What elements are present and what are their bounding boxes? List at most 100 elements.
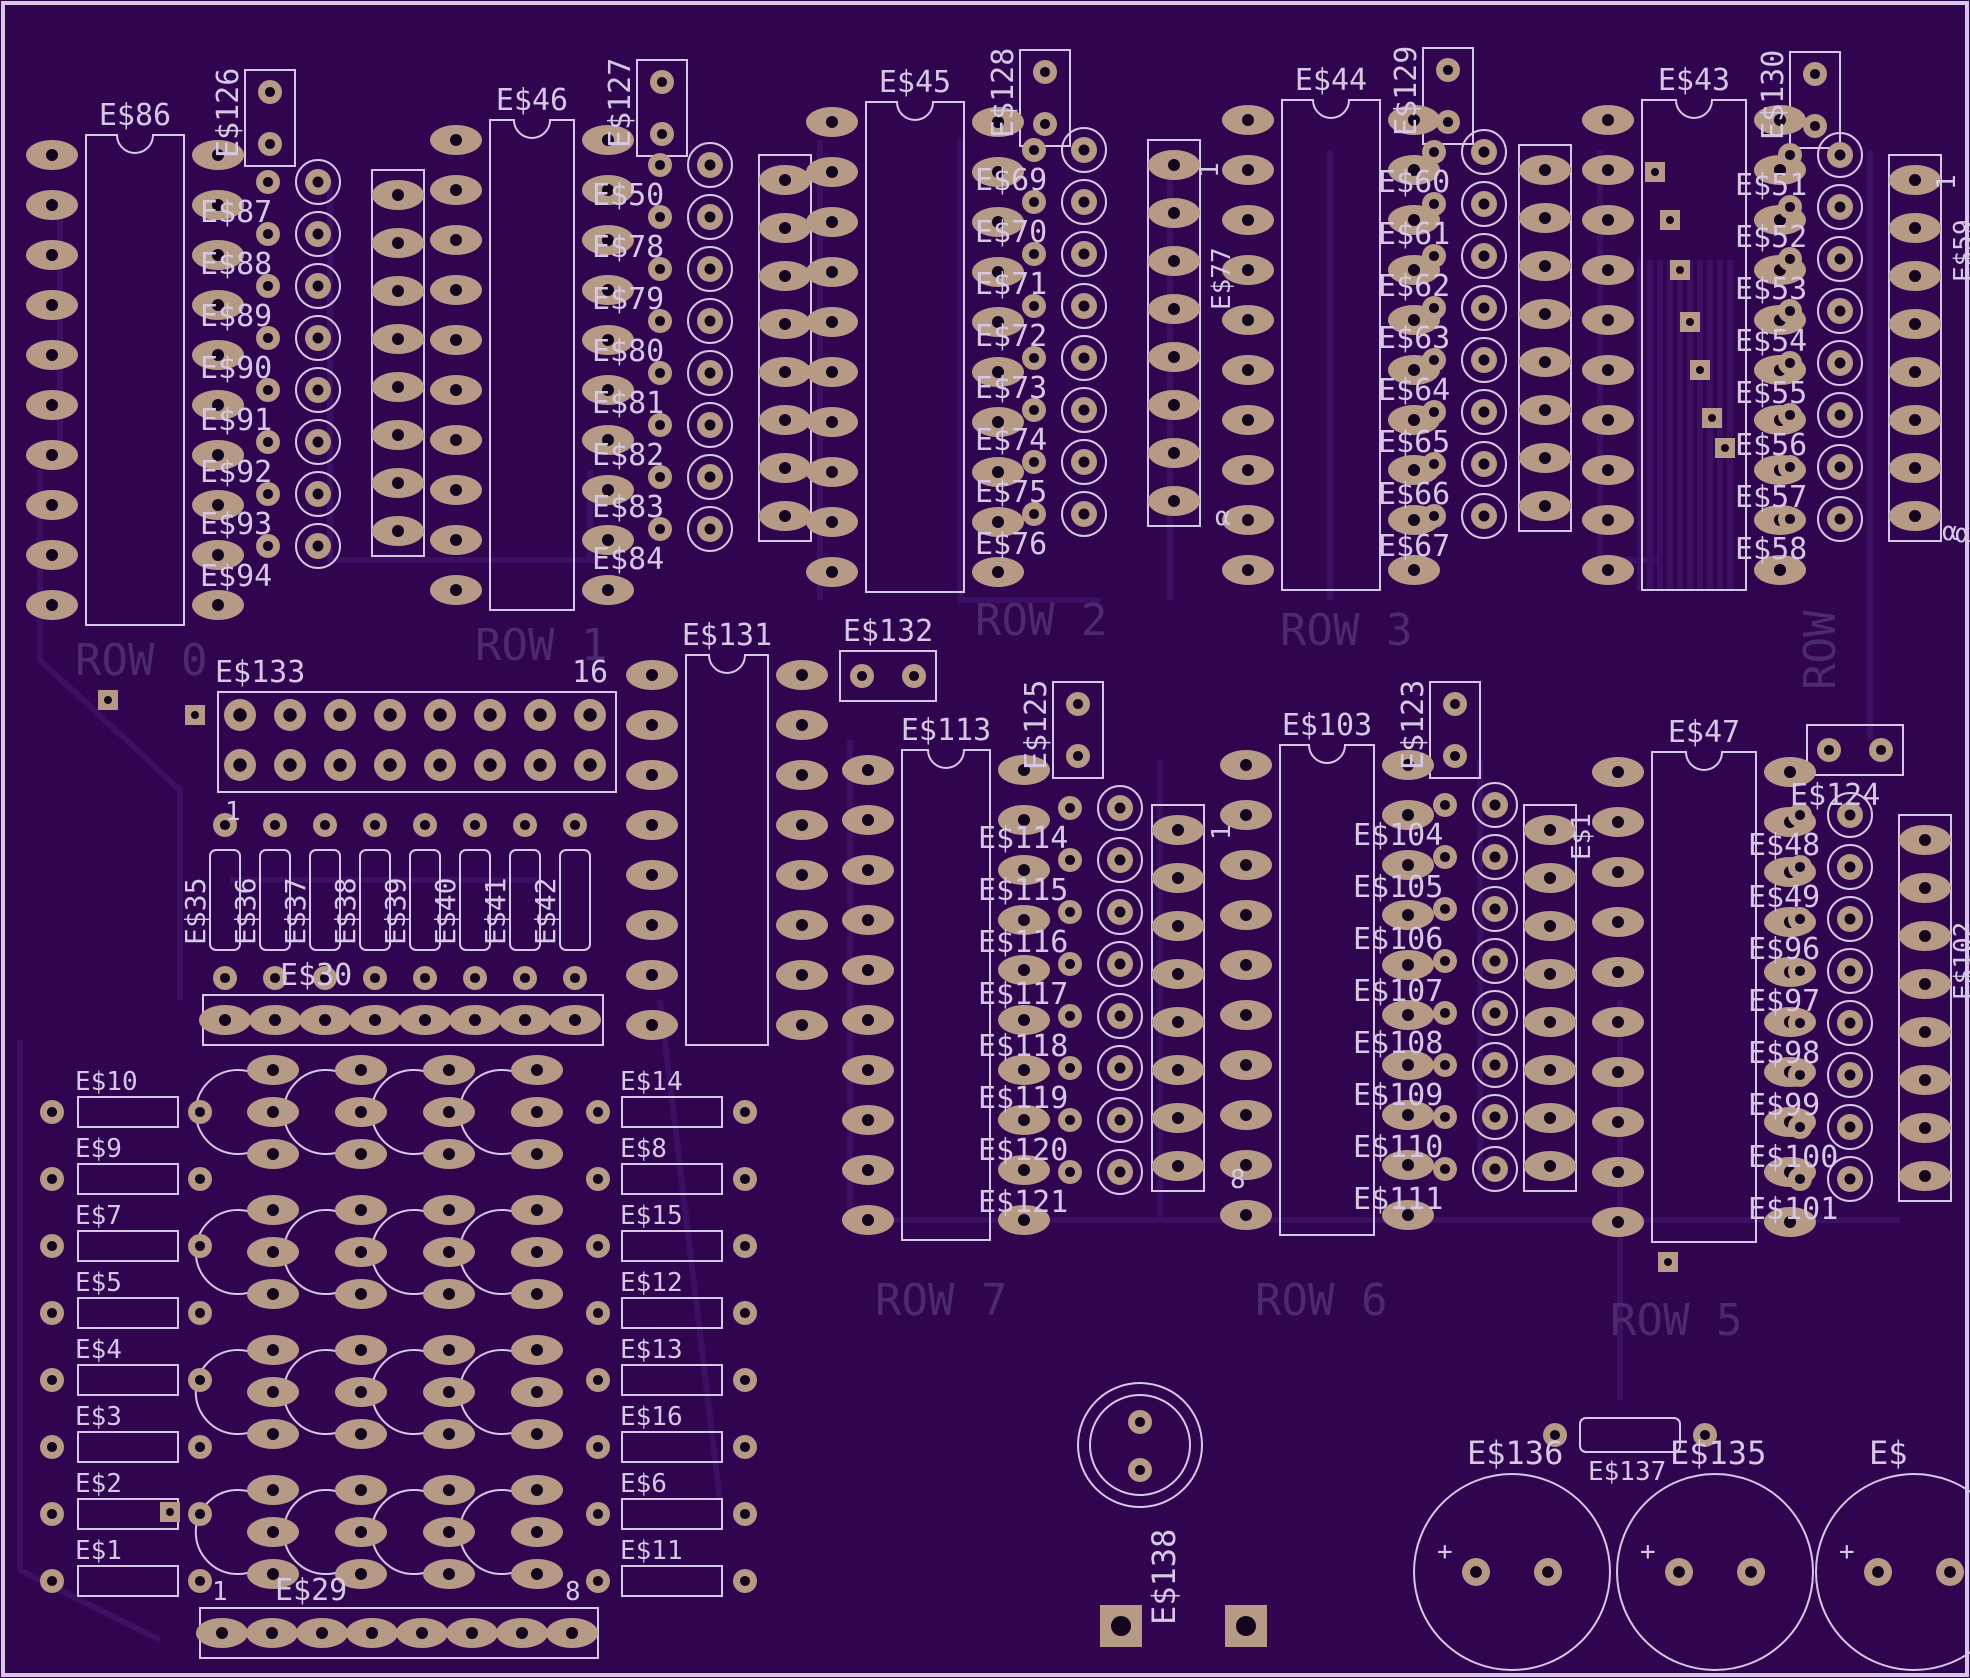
drill-hole xyxy=(1072,698,1084,710)
led-outline xyxy=(1827,1104,1873,1150)
drill-hole xyxy=(796,1019,808,1031)
drill-hole xyxy=(1774,164,1786,176)
drill-hole xyxy=(194,1173,206,1185)
fragment-label: 1 xyxy=(1207,824,1237,840)
drill-hole xyxy=(392,381,404,393)
drill-hole xyxy=(654,471,666,483)
cap-outline xyxy=(1422,47,1474,145)
drill-hole xyxy=(355,1428,367,1440)
drill-hole xyxy=(1240,1159,1252,1171)
drill-hole xyxy=(1602,114,1614,126)
led-label: E$78 xyxy=(592,230,664,265)
drill-hole xyxy=(1402,759,1414,771)
drill-hole xyxy=(355,1484,367,1496)
drill-hole xyxy=(191,711,199,719)
drill-hole xyxy=(739,1240,751,1252)
drill-hole xyxy=(262,384,274,396)
drill-hole xyxy=(212,599,224,611)
drill-hole xyxy=(1114,1062,1126,1074)
drill-hole xyxy=(1478,302,1490,314)
drill-hole xyxy=(1875,744,1887,756)
drill-hole xyxy=(269,1014,281,1026)
copper-trace xyxy=(657,999,723,1501)
resistor-body xyxy=(621,1230,723,1262)
drill-hole xyxy=(366,1627,378,1639)
resistor-label: E$38 xyxy=(329,878,362,945)
drill-hole xyxy=(355,1204,367,1216)
drill-hole xyxy=(267,1288,279,1300)
drill-hole xyxy=(992,516,1004,528)
led-outline xyxy=(1061,387,1107,433)
drill-hole xyxy=(1602,164,1614,176)
drill-hole xyxy=(1544,968,1556,980)
resistor-body xyxy=(509,849,541,951)
drill-hole xyxy=(1664,1258,1672,1266)
drill-hole xyxy=(1539,356,1551,368)
drill-hole xyxy=(450,234,462,246)
drill-hole xyxy=(1240,909,1252,921)
drill-hole xyxy=(704,523,716,535)
led-outline xyxy=(1472,1042,1518,1088)
sip-outline xyxy=(758,154,812,542)
drill-hole xyxy=(443,1386,455,1398)
drill-hole xyxy=(1240,959,1252,971)
drill-hole xyxy=(1028,456,1040,468)
drill-hole xyxy=(1834,149,1846,161)
drill-hole xyxy=(826,366,838,378)
drill-hole xyxy=(469,1014,481,1026)
chip-label: E$47 xyxy=(1668,715,1740,750)
drill-hole xyxy=(1114,1114,1126,1126)
drill-hole xyxy=(569,972,581,984)
drill-hole xyxy=(1544,1064,1556,1076)
drill-hole xyxy=(1439,851,1451,863)
resistor-body xyxy=(621,1364,723,1396)
drill-hole xyxy=(443,1064,455,1076)
drill-hole xyxy=(1919,834,1931,846)
resistor-label: E$41 xyxy=(479,878,512,945)
drill-hole xyxy=(1064,1010,1076,1022)
drill-hole xyxy=(443,1288,455,1300)
drill-hole xyxy=(1699,1429,1711,1441)
resistor-body xyxy=(559,849,591,951)
drill-hole xyxy=(212,549,224,561)
drill-hole xyxy=(1449,698,1461,710)
drill-hole xyxy=(1078,300,1090,312)
drill-hole xyxy=(1834,305,1846,317)
drill-hole xyxy=(1402,1159,1414,1171)
drill-hole xyxy=(212,249,224,261)
drill-hole xyxy=(796,969,808,981)
led-label: E$71 xyxy=(975,267,1047,302)
led-outline xyxy=(1472,886,1518,932)
resistor-body xyxy=(621,1163,723,1195)
drill-hole xyxy=(1172,872,1184,884)
drill-hole xyxy=(1794,1173,1806,1185)
drill-hole xyxy=(992,116,1004,128)
drill-hole xyxy=(1242,464,1254,476)
drill-hole xyxy=(319,819,331,831)
fragment-label: α xyxy=(1955,519,1970,549)
led-label: E$93 xyxy=(200,507,272,542)
led-outline xyxy=(1097,993,1143,1039)
drill-hole xyxy=(779,414,791,426)
drill-hole xyxy=(826,316,838,328)
resistor-body xyxy=(259,849,291,951)
drill-hole xyxy=(1794,1069,1806,1081)
drill-hole xyxy=(992,416,1004,428)
drill-hole xyxy=(1242,114,1254,126)
drill-hole xyxy=(1478,250,1490,262)
drill-hole xyxy=(1018,1114,1030,1126)
drill-hole xyxy=(355,1386,367,1398)
drill-hole xyxy=(392,285,404,297)
drill-hole xyxy=(1442,64,1454,76)
drill-hole xyxy=(531,1064,543,1076)
drill-hole xyxy=(1844,861,1856,873)
drill-hole xyxy=(531,1106,543,1118)
led-label: E$94 xyxy=(200,559,272,594)
resistor-label: E$3 xyxy=(75,1402,122,1432)
led-outline xyxy=(1815,1473,1970,1671)
drill-hole xyxy=(656,128,668,140)
drill-hole xyxy=(1612,1216,1624,1228)
drill-hole xyxy=(355,1568,367,1580)
drill-hole xyxy=(1114,854,1126,866)
